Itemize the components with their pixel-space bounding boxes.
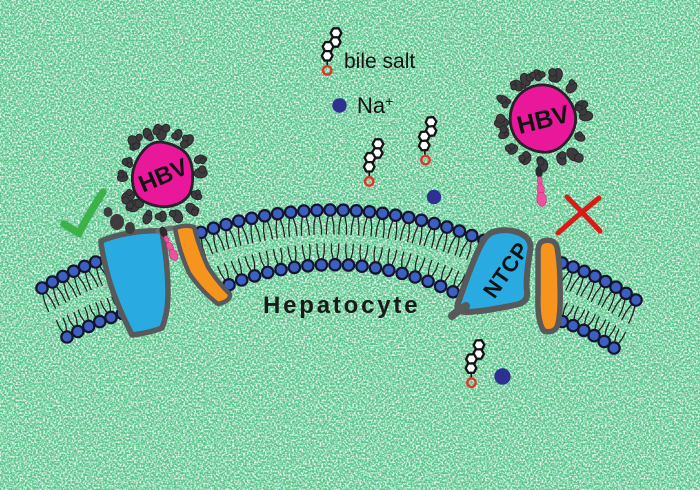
svg-text:Hepatocyte: Hepatocyte <box>263 292 420 319</box>
svg-text:bile salt: bile salt <box>344 50 415 73</box>
